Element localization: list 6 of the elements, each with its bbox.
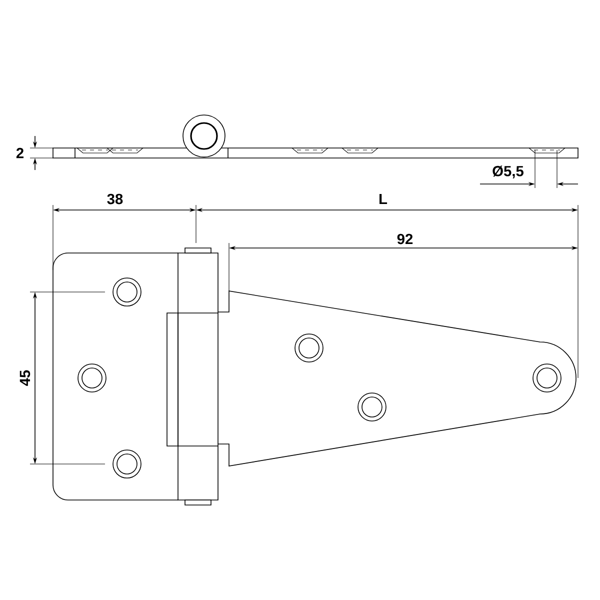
dimension-label: 45 — [20, 370, 30, 386]
dimension-label: Ø5,5 — [492, 166, 524, 178]
dimension-label: 2 — [16, 148, 24, 158]
dimension-label: 92 — [397, 234, 413, 244]
dimension-label: L — [380, 194, 388, 204]
dimension-label: 38 — [107, 194, 123, 204]
